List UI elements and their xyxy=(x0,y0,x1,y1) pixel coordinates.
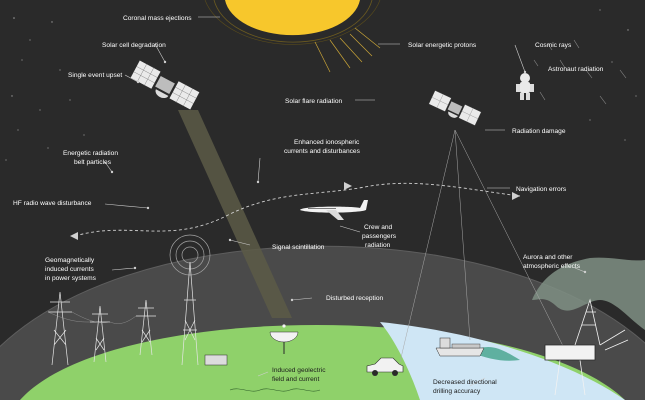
airplane-icon xyxy=(300,200,368,220)
power-lines xyxy=(47,311,137,324)
label-solar-energetic-protons: Solar energetic protons xyxy=(408,42,477,49)
label-hf-radio: HF radio wave disturbance xyxy=(13,200,92,207)
leader-lines xyxy=(104,16,587,387)
label-navigation-errors: Navigation errors xyxy=(516,186,567,193)
label-crew-2: passengers xyxy=(362,233,397,240)
label-energetic-radiation-2: belt particles xyxy=(74,159,112,166)
label-geoelectric-2: field and current xyxy=(272,376,319,383)
label-aurora-1: Aurora and other xyxy=(523,254,573,261)
aurora-icon xyxy=(532,257,645,330)
label-drilling-1: Decreased directional xyxy=(433,379,497,386)
label-signal-scintillation: Signal scintillation xyxy=(272,244,325,251)
label-crew-1: Crew and xyxy=(364,224,393,231)
label-crew-3: radiation xyxy=(365,242,391,249)
wave-arrow-mid xyxy=(344,182,352,190)
oil-rig-icon xyxy=(544,298,629,396)
satellite-icon xyxy=(129,59,201,111)
label-energetic-radiation-1: Energetic radiation xyxy=(63,150,118,157)
label-aurora-2: atmospheric effects xyxy=(523,263,581,270)
wave-arrow-right xyxy=(512,192,520,200)
satellite-icon-right xyxy=(428,90,482,126)
label-enhanced-ionospheric-2: currents and disturbances xyxy=(284,148,361,155)
label-drilling-2: drilling accuracy xyxy=(433,388,481,395)
label-radiation-damage: Radiation damage xyxy=(512,128,566,135)
ionospheric-wave xyxy=(74,182,521,237)
label-astronaut-radiation: Astronaut radiation xyxy=(548,66,604,73)
label-geoelectric-1: Induced geolectric xyxy=(272,367,326,374)
car-icon xyxy=(366,357,404,376)
ship-icon xyxy=(435,337,485,357)
label-cosmic-rays: Cosmic rays xyxy=(535,42,572,49)
astronaut-icon xyxy=(516,73,534,100)
signal-beam xyxy=(178,110,292,318)
geoelectric-current-line xyxy=(229,388,321,392)
cosmic-ray-streaks xyxy=(533,39,627,105)
navigation-signal-lines xyxy=(399,129,566,363)
label-solar-flare-radiation: Solar flare radiation xyxy=(285,98,343,105)
label-geomagnetic-3: in power systems xyxy=(45,275,97,282)
atmosphere-edge xyxy=(0,245,645,348)
label-solar-cell-degradation: Solar cell degradation xyxy=(102,42,166,49)
power-pylon-icon xyxy=(48,291,156,366)
star-field xyxy=(5,9,637,161)
sun-icon xyxy=(204,0,381,73)
label-coronal-mass-ejections: Coronal mass ejections xyxy=(123,15,192,22)
dish-antenna-icon xyxy=(269,324,299,354)
wave-arrow-left xyxy=(70,232,78,240)
label-geomagnetic-1: Geomagnetically xyxy=(45,257,95,264)
label-disturbed-reception: Disturbed reception xyxy=(326,295,384,302)
radio-tower-icon xyxy=(181,261,199,366)
tower-base-building xyxy=(204,354,228,366)
label-enhanced-ionospheric-1: Enhanced ionospheric xyxy=(294,139,360,146)
label-single-event-upset: Single event upset xyxy=(68,72,122,79)
label-geomagnetic-2: induced currents xyxy=(45,266,94,273)
